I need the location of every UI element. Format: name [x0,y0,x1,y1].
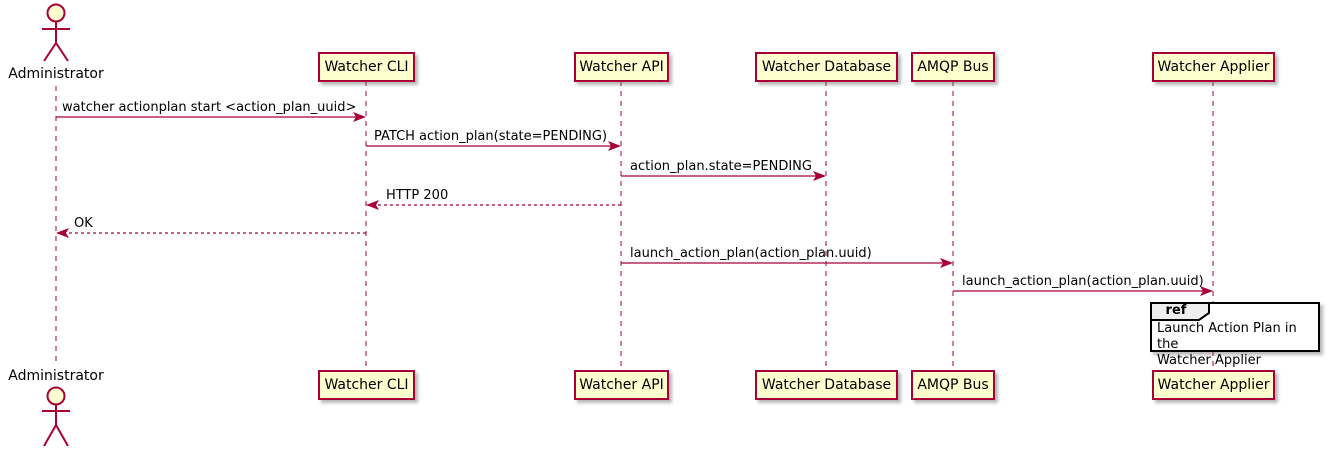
actor-label-bottom: Administrator [8,368,104,384]
message-arrow-4 [366,200,621,210]
ref-fragment-tab: ref [1150,302,1212,321]
participant-watcher-cli-bottom: Watcher CLI [318,370,415,400]
participant-amqp-bus-bottom: AMQP Bus [911,370,995,400]
message-label-5: OK [74,216,93,231]
participant-watcher-api-top: Watcher API [574,52,669,82]
ref-tab-pentagon [1150,302,1210,321]
message-label-4: HTTP 200 [386,188,449,203]
participant-label: Watcher Applier [1157,59,1270,75]
participant-label: Watcher CLI [324,377,409,393]
participant-watcher-api-bottom: Watcher API [574,370,669,400]
participant-label: AMQP Bus [917,377,989,393]
message-arrow-3 [621,171,826,181]
message-label-2: PATCH action_plan(state=PENDING) [374,129,608,144]
message-arrow-1 [56,112,366,122]
participant-watcher-database-bottom: Watcher Database [755,370,898,400]
message-label-7: launch_action_plan(action_plan.uuid) [962,274,1204,289]
participant-amqp-bus-top: AMQP Bus [911,52,995,82]
participant-label: Watcher API [579,59,664,75]
message-label-6: launch_action_plan(action_plan.uuid) [630,246,872,261]
participant-label: Watcher API [579,377,664,393]
participant-watcher-applier-bottom: Watcher Applier [1152,370,1275,400]
message-arrow-2 [366,141,621,151]
message-arrow-6 [621,258,953,268]
actor-label-top: Administrator [8,66,104,82]
ref-fragment-text: Launch Action Plan in the Watcher Applie… [1157,321,1297,368]
participant-watcher-cli-top: Watcher CLI [318,52,415,82]
administrator-actor-icon-bottom [42,386,70,447]
participant-watcher-database-top: Watcher Database [755,52,898,82]
participant-watcher-applier-top: Watcher Applier [1152,52,1275,82]
administrator-actor-icon-top [42,3,70,62]
message-label-1: watcher actionplan start <action_plan_uu… [62,100,357,115]
participant-label: Watcher CLI [324,59,409,75]
ref-fragment: ref Launch Action Plan in the Watcher Ap… [1150,302,1320,368]
message-label-3: action_plan.state=PENDING [630,159,812,174]
participant-label: Watcher Database [761,377,892,393]
participant-label: Watcher Applier [1157,377,1270,393]
participant-label: Watcher Database [761,59,892,75]
participant-label: AMQP Bus [917,59,989,75]
ref-keyword: ref [1165,303,1187,318]
message-arrow-7 [953,286,1213,296]
message-arrow-5 [56,228,366,238]
